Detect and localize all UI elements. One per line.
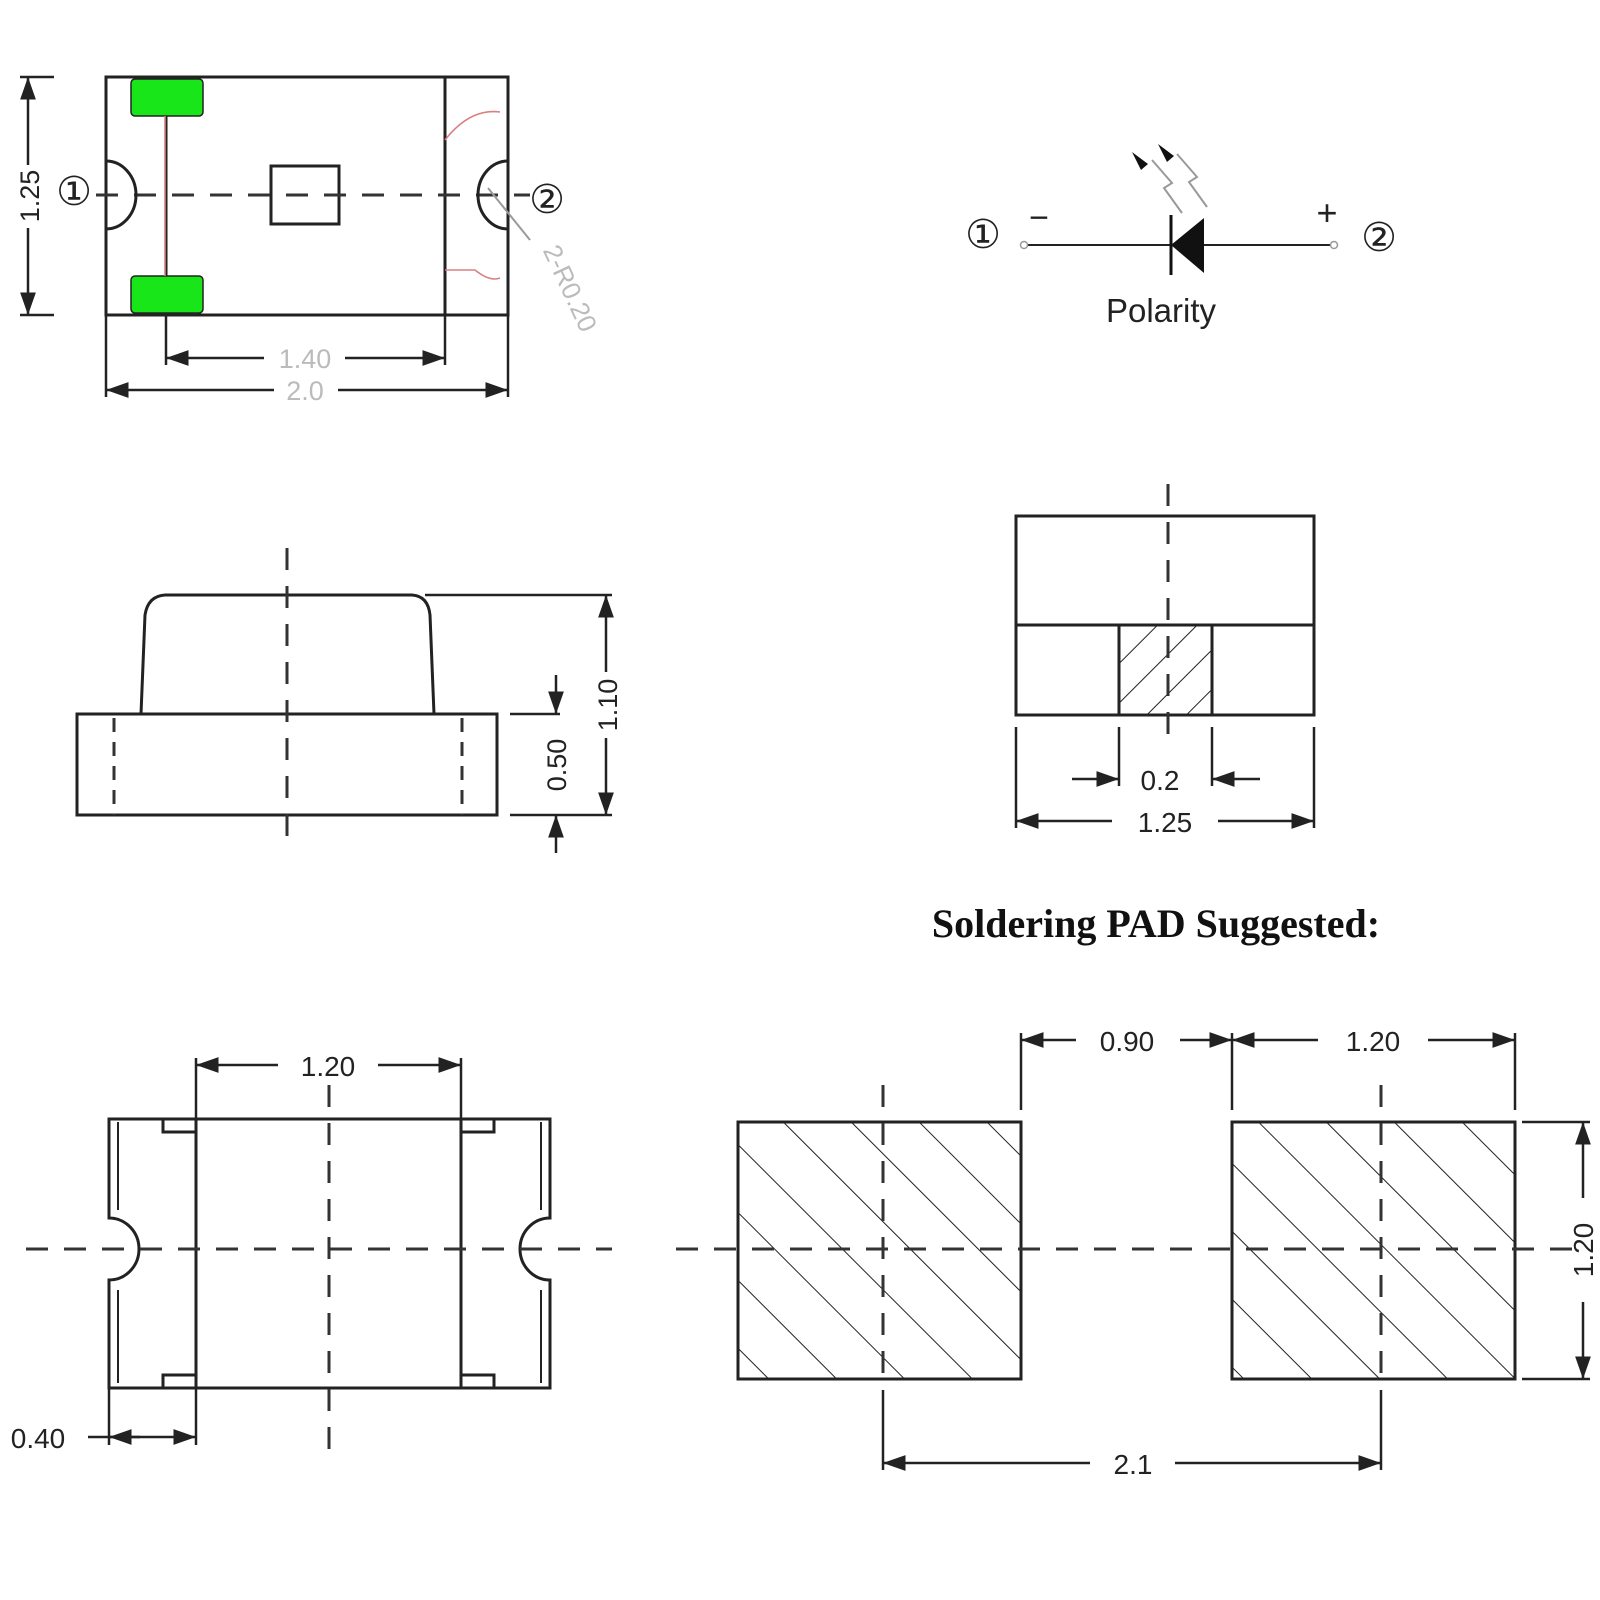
right-notch <box>476 159 509 231</box>
plus-sign: + <box>1316 192 1337 233</box>
left-notch <box>105 159 138 231</box>
side-base <box>75 712 499 817</box>
emission-arrow-1 <box>1132 152 1148 170</box>
dim-end-width-label: 1.25 <box>1138 807 1193 838</box>
dim-radius-label: 2-R0.20 <box>537 240 603 337</box>
dim-pad-width-label: 1.20 <box>1346 1026 1401 1057</box>
bottom-view: 1.20 0.40 <box>11 1051 612 1454</box>
end-terminal-hatched <box>1117 623 1214 717</box>
emission-ray-1 <box>1151 159 1183 214</box>
dim-bottom-terminal-label: 0.40 <box>11 1423 66 1454</box>
dim-total-height-label: 1.10 <box>593 679 623 732</box>
minus-sign: − <box>1029 199 1049 237</box>
terminal-left <box>1019 240 1029 250</box>
red-arc-top <box>444 110 501 141</box>
radius-leader <box>487 187 531 241</box>
bottom-body-outline <box>107 1117 552 1390</box>
dim-pitch-label: 2.1 <box>1114 1449 1153 1480</box>
dim-center-label: 1.20 <box>301 1051 356 1082</box>
emission-ray-2 <box>1176 153 1208 208</box>
green-pad-bottom <box>130 275 204 314</box>
polarity-label: Polarity <box>1106 292 1217 329</box>
side-view: 1.10 0.50 <box>75 548 623 853</box>
dim-gap-label: 0.90 <box>1100 1026 1155 1057</box>
dim-height-label: 1.25 <box>15 170 45 223</box>
emission-arrow-2 <box>1158 144 1174 162</box>
end-view: 0.2 1.25 <box>1014 484 1316 838</box>
top-view: 1.25 ① ② 2-R0.20 1.40 2.0 <box>15 75 603 406</box>
dim-terminal-label: 0.2 <box>1141 765 1180 796</box>
top-pin1-label: ① <box>56 170 92 214</box>
bottom-left-terminal <box>161 1119 198 1388</box>
bottom-edge-lines <box>117 1122 542 1383</box>
polarity-pin1-label: ① <box>965 213 1001 257</box>
side-dome <box>139 593 436 715</box>
terminal-right <box>1329 240 1339 250</box>
polarity-pin2-label: ② <box>1361 216 1397 260</box>
red-arc-bottom <box>445 269 501 280</box>
polarity-symbol: ① − + ② Polarity <box>965 144 1397 329</box>
top-pin2-label: ② <box>529 178 565 222</box>
dim-width-label: 2.0 <box>286 376 324 406</box>
soldering-pads: 0.90 1.20 1.20 2.1 <box>676 1026 1599 1480</box>
dim-inner-width-label: 1.40 <box>279 344 332 374</box>
dim-base-height-label: 0.50 <box>542 739 572 792</box>
diode-triangle <box>1171 218 1204 273</box>
dim-pad-height-label: 1.20 <box>1568 1223 1599 1278</box>
soldering-title: Soldering PAD Suggested: <box>932 901 1380 946</box>
bottom-right-terminal <box>459 1119 496 1388</box>
green-pad-top <box>130 78 204 117</box>
